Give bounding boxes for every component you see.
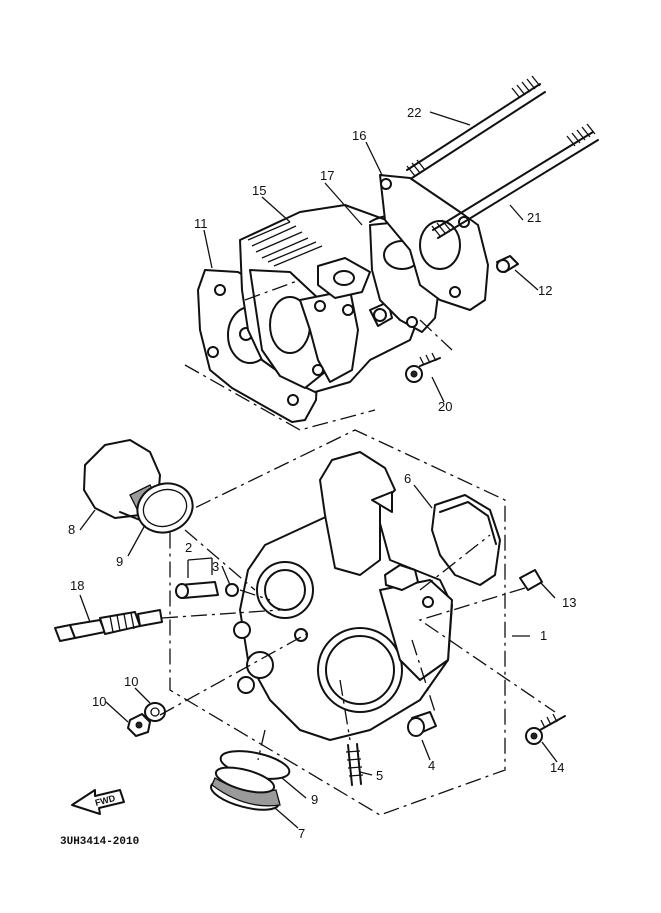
callout-17: 16 <box>352 128 366 143</box>
callout-1: 1 <box>540 628 547 643</box>
cylinder-head-group-outline <box>169 429 506 816</box>
plug-bolt-4 <box>407 711 437 737</box>
o-ring-3 <box>225 583 239 597</box>
leader-lines <box>79 111 558 829</box>
cover-plate <box>431 494 501 586</box>
callout-6: 6 <box>404 471 411 486</box>
callout-20: 20 <box>438 399 452 414</box>
callout-10: 10 <box>124 674 138 689</box>
bracket-2 <box>187 557 213 578</box>
stud-bolt-22 <box>406 75 546 179</box>
part-callouts: 22 16 17 15 11 21 12 20 6 8 9 2 3 18 13 … <box>68 105 576 841</box>
callout-5: 5 <box>376 768 383 783</box>
callout-14: 12 <box>538 283 552 298</box>
gasket-plate <box>379 174 489 311</box>
callout-8: 8 <box>68 522 75 537</box>
callout-22: 22 <box>407 105 421 120</box>
lower-alignment-lines <box>159 529 556 761</box>
dowel-pin <box>496 255 519 273</box>
diagram-code: 3UH3414-2010 <box>60 836 139 848</box>
callout-9-upper: 9 <box>116 554 123 569</box>
washer-10-hole <box>150 707 160 717</box>
callout-16: 15 <box>252 183 266 198</box>
callout-12: 11 <box>194 216 208 231</box>
callout-9-lower: 9 <box>311 792 318 807</box>
callout-4: 4 <box>428 758 435 773</box>
callout-2: 2 <box>185 540 192 555</box>
upper-alignment-lines <box>184 279 453 431</box>
callout-11: 10 <box>92 694 106 709</box>
callout-18: 17 <box>320 168 334 183</box>
dowel-13 <box>519 569 543 591</box>
cylinder-head <box>233 451 453 741</box>
washer-10 <box>144 702 166 722</box>
bolt-20 <box>405 352 441 383</box>
spark-plug <box>54 609 163 642</box>
stud-bolt-21 <box>431 123 599 239</box>
o-ring-upper-inner <box>142 488 188 528</box>
nut-11 <box>127 713 151 737</box>
callout-13: 13 <box>562 595 576 610</box>
callout-3: 3 <box>212 559 219 574</box>
stud-5 <box>345 743 364 786</box>
bolt-15 <box>525 713 566 745</box>
dowel-2 <box>175 581 219 599</box>
fwd-arrow-icon: FWD <box>71 789 125 815</box>
callout-21: 21 <box>527 210 541 225</box>
round-cap-7 <box>210 766 281 811</box>
callout-7: 7 <box>298 826 305 841</box>
callout-15: 14 <box>550 760 564 775</box>
callout-19: 18 <box>70 578 84 593</box>
